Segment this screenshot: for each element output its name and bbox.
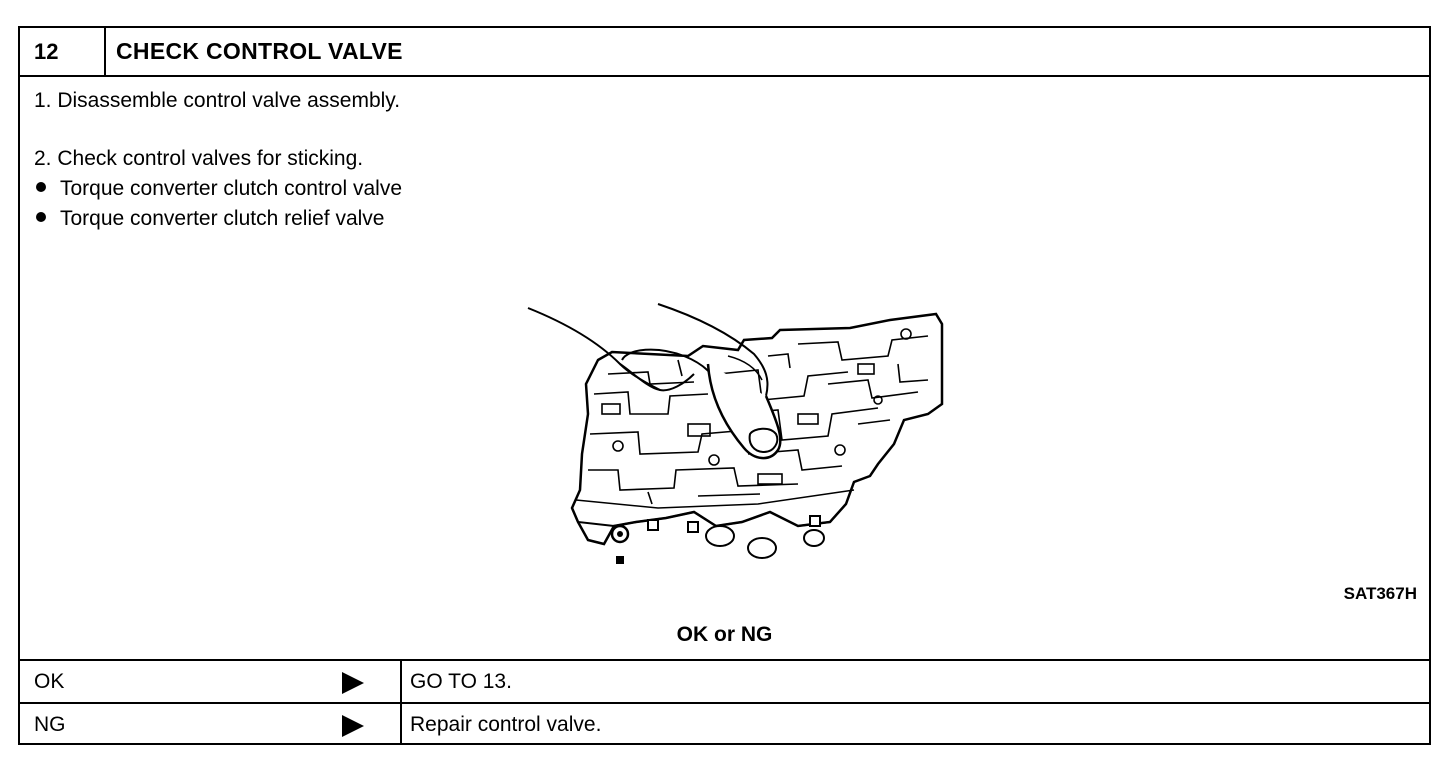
step-number: 12 [20,28,106,75]
step-header: 12 CHECK CONTROL VALVE [20,28,1429,77]
result-label: NG [34,713,66,736]
bullet-icon [36,182,46,193]
control-valve-illustration [527,303,944,564]
figure-code: SAT367H [1343,584,1417,603]
instructions: 1. Disassemble control valve assembly. 2… [34,86,402,234]
procedure-frame: 12 CHECK CONTROL VALVE 1. Disassemble co… [18,26,1431,745]
bullet-item: Torque converter clutch control valve [34,174,402,204]
instruction-step-2: 2. Check control valves for sticking. [34,147,364,170]
result-label: OK [34,670,65,693]
decision-prompt: OK or NG [676,623,773,646]
result-row-ng: NG Repair control valve. [20,702,1429,745]
bullet-item: Torque converter clutch relief valve [34,204,402,234]
play-arrow-icon [342,672,364,694]
result-action: Repair control valve. [400,704,1431,745]
bullet-text: Torque converter clutch relief valve [60,207,385,230]
result-action: GO TO 13. [400,661,1431,702]
result-row-ok: OK GO TO 13. [20,659,1429,702]
bullet-text: Torque converter clutch control valve [60,177,402,200]
play-arrow-icon [342,715,364,737]
step-title: CHECK CONTROL VALVE [116,38,403,64]
bullet-icon [36,212,46,223]
instruction-step-1: 1. Disassemble control valve assembly. [34,89,401,112]
